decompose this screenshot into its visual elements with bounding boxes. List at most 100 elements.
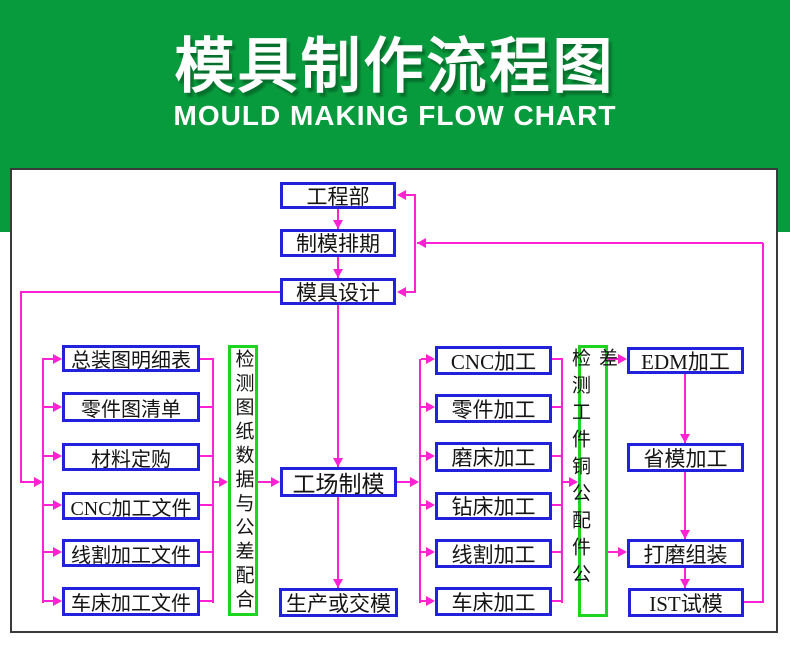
arrowhead-icon bbox=[397, 190, 406, 200]
connector-line bbox=[552, 406, 563, 408]
connector-line bbox=[421, 455, 429, 457]
node-cnc-machining-file: CNC加工文件 bbox=[62, 492, 200, 520]
connector-line bbox=[417, 242, 763, 244]
arrowhead-icon bbox=[680, 579, 690, 588]
arrowhead-icon bbox=[333, 220, 343, 229]
connector-line bbox=[561, 359, 563, 603]
connector-line bbox=[608, 551, 620, 553]
node-mould-schedule: 制模排期 bbox=[280, 229, 396, 257]
connector-line bbox=[214, 481, 222, 483]
connector-line bbox=[44, 455, 55, 457]
connector-line bbox=[337, 305, 339, 467]
node-drill-machining: 钻床加工 bbox=[435, 492, 552, 520]
connector-line bbox=[337, 257, 339, 278]
arrowhead-icon bbox=[53, 500, 62, 510]
node-mould-design: 模具设计 bbox=[280, 278, 396, 305]
page-subtitle: MOULD MAKING FLOW CHART bbox=[173, 100, 617, 131]
connector-line bbox=[258, 481, 273, 483]
arrowhead-icon bbox=[53, 596, 62, 606]
arrowhead-icon bbox=[569, 477, 578, 487]
connector-line bbox=[744, 601, 763, 603]
check-workpiece-electrode-tolerance: 检测工件铜公配件公差 bbox=[569, 345, 617, 617]
node-edm-machining: EDM加工 bbox=[627, 347, 744, 374]
connector-line bbox=[563, 481, 571, 483]
connector-line bbox=[200, 600, 214, 602]
node-engineering-dept: 工程部 bbox=[280, 182, 396, 209]
connector-line bbox=[42, 358, 44, 603]
connector-line bbox=[421, 358, 429, 360]
connector-line bbox=[762, 243, 764, 603]
node-parts-machining: 零件加工 bbox=[435, 394, 552, 423]
connector-line bbox=[419, 359, 421, 603]
connector-line bbox=[552, 455, 563, 457]
node-lathe-machining-file: 车床加工文件 bbox=[62, 587, 200, 616]
arrowhead-icon bbox=[53, 402, 62, 412]
connector-line bbox=[20, 291, 280, 293]
connector-line bbox=[684, 472, 686, 539]
connector-line bbox=[552, 358, 563, 360]
page-title: 模具制作流程图 bbox=[174, 33, 616, 100]
connector-line bbox=[44, 406, 55, 408]
connector-line bbox=[397, 481, 412, 483]
check-drawing-data-tolerance: 检测图纸数据与公差配合 bbox=[228, 345, 258, 616]
arrowhead-icon bbox=[426, 451, 435, 461]
connector-line bbox=[44, 600, 55, 602]
node-grind-assembly: 打磨组装 bbox=[627, 539, 744, 568]
connector-line bbox=[608, 358, 620, 360]
connector-line bbox=[212, 358, 214, 603]
arrowhead-icon bbox=[618, 547, 627, 557]
connector-line bbox=[200, 358, 214, 360]
connector-line bbox=[20, 291, 22, 483]
node-parts-drawing-list: 零件图清单 bbox=[62, 392, 200, 422]
connector-line bbox=[552, 504, 563, 506]
node-cnc-machining: CNC加工 bbox=[435, 346, 552, 375]
node-lathe-machining: 车床加工 bbox=[435, 587, 552, 616]
connector-line bbox=[44, 358, 55, 360]
node-assembly-drawing-list: 总装图明细表 bbox=[62, 345, 200, 372]
arrowhead-icon bbox=[34, 477, 43, 487]
arrowhead-icon bbox=[618, 354, 627, 364]
connector-line bbox=[200, 551, 214, 553]
arrowhead-icon bbox=[417, 238, 426, 248]
connector-line bbox=[684, 568, 686, 588]
arrowhead-icon bbox=[426, 500, 435, 510]
connector-line bbox=[414, 195, 416, 293]
connector-line bbox=[684, 374, 686, 443]
connector-line bbox=[421, 504, 429, 506]
arrowhead-icon bbox=[426, 354, 435, 364]
arrowhead-icon bbox=[426, 596, 435, 606]
node-ist-mould-trial: IST试模 bbox=[628, 588, 744, 617]
arrowhead-icon bbox=[410, 477, 419, 487]
node-mould-polishing: 省模加工 bbox=[627, 443, 744, 472]
node-production-or-delivery: 生产或交模 bbox=[279, 588, 398, 617]
node-material-ordering: 材料定购 bbox=[62, 443, 200, 471]
arrowhead-icon bbox=[271, 477, 280, 487]
node-wirecut-machining: 线割加工 bbox=[435, 539, 552, 568]
node-workshop-moulding: 工场制模 bbox=[280, 467, 397, 497]
arrowhead-icon bbox=[680, 434, 690, 443]
connector-line bbox=[421, 600, 429, 602]
arrowhead-icon bbox=[53, 451, 62, 461]
connector-line bbox=[552, 551, 563, 553]
connector-line bbox=[552, 600, 563, 602]
arrowhead-icon bbox=[333, 458, 343, 467]
arrowhead-icon bbox=[397, 287, 406, 297]
connector-line bbox=[337, 209, 339, 229]
arrowhead-icon bbox=[53, 547, 62, 557]
arrowhead-icon bbox=[53, 354, 62, 364]
connector-line bbox=[421, 406, 429, 408]
connector-line bbox=[20, 481, 36, 483]
connector-line bbox=[337, 497, 339, 588]
node-grinder-machining: 磨床加工 bbox=[435, 442, 552, 472]
arrowhead-icon bbox=[333, 579, 343, 588]
arrowhead-icon bbox=[426, 402, 435, 412]
connector-line bbox=[200, 455, 214, 457]
arrowhead-icon bbox=[426, 547, 435, 557]
connector-line bbox=[200, 406, 214, 408]
connector-line bbox=[400, 194, 416, 196]
arrowhead-icon bbox=[219, 477, 228, 487]
connector-line bbox=[200, 504, 214, 506]
arrowhead-icon bbox=[333, 269, 343, 278]
